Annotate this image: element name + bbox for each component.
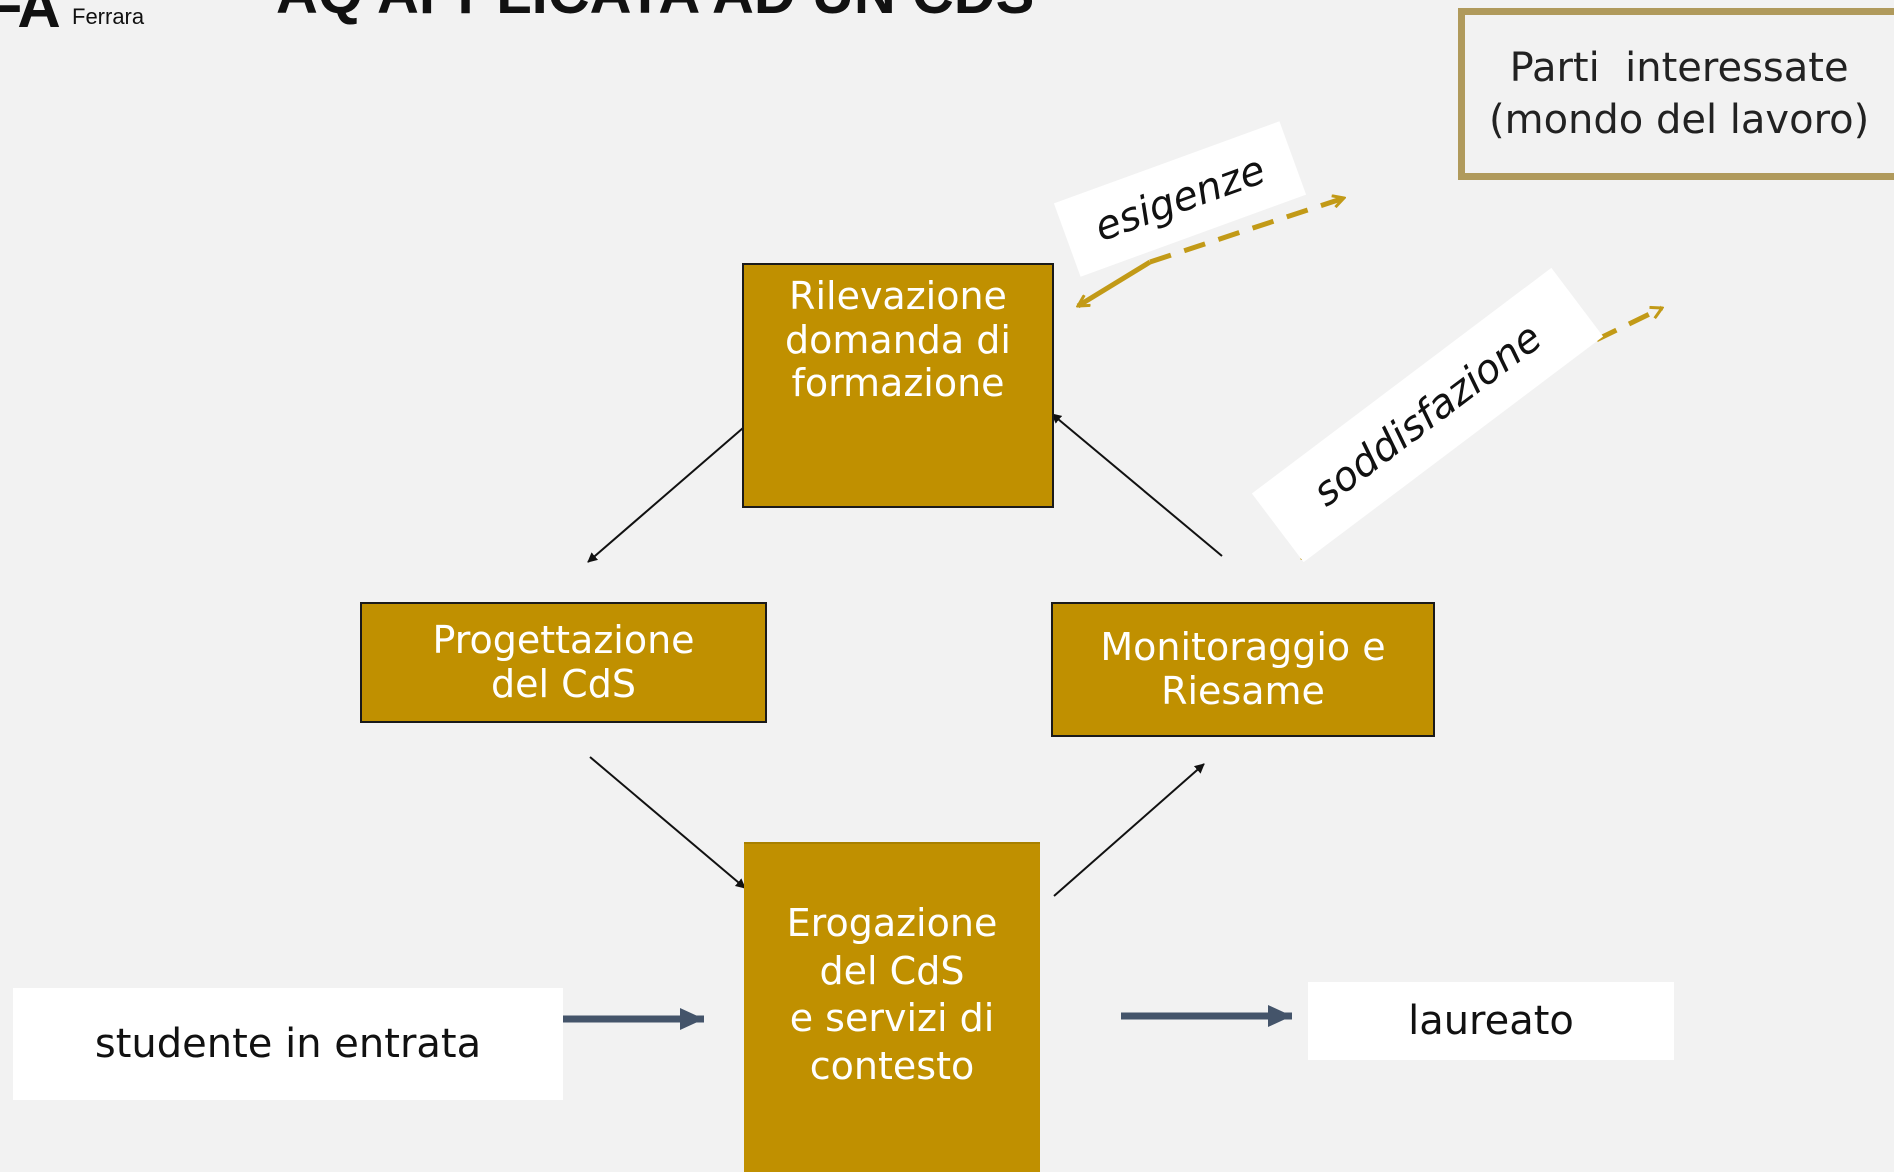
output-laureato: laureato	[1308, 982, 1674, 1060]
stakeholders-box: Parti interessate (mondo del lavoro)	[1458, 8, 1894, 180]
box-text-line: Progettazione	[432, 617, 695, 662]
box-monitoraggio: Monitoraggio e Riesame	[1051, 602, 1435, 737]
box-text-line: formazione	[791, 361, 1005, 406]
slide-title: AQ APPLICATA AD UN CDS	[276, 0, 1034, 27]
logo-city-label: Ferrara	[72, 4, 145, 29]
box-erogazione: Erogazione del CdS e servizi di contesto	[744, 842, 1040, 1172]
box-rilevazione-domanda: Rilevazione domanda di formazione	[742, 263, 1054, 508]
arrow-progettazione-to-erogazione	[589, 756, 746, 889]
dashed-arrow-esigenze-down	[1078, 259, 1152, 309]
arrow-erogazione-to-monitoraggio	[1053, 763, 1205, 897]
box-text-line: del CdS	[819, 948, 965, 993]
input-studente: studente in entrata	[13, 988, 563, 1100]
stakeholders-text: Parti interessate (mondo del lavoro)	[1489, 42, 1869, 146]
box-progettazione: Progettazione del CdS	[360, 602, 767, 723]
box-text-line: del CdS	[491, 661, 636, 706]
box-text-line: Rilevazione	[789, 274, 1007, 318]
university-logo: FA	[0, 0, 61, 40]
arrow-monitoraggio-to-rilevazione	[1051, 413, 1223, 557]
box-text-line: e servizi di	[789, 996, 995, 1040]
arrow-rilevazione-to-progettazione	[587, 427, 744, 563]
box-text-line: Erogazione	[786, 901, 998, 945]
stakeholders-line-1: Parti interessate	[1509, 45, 1849, 91]
box-text-line: Riesame	[1161, 668, 1325, 713]
box-text-line: domanda di	[785, 317, 1011, 362]
box-text-line: contesto	[809, 1043, 975, 1088]
stakeholders-line-2: (mondo del lavoro)	[1489, 97, 1870, 143]
box-text-line: Monitoraggio e	[1100, 624, 1386, 669]
